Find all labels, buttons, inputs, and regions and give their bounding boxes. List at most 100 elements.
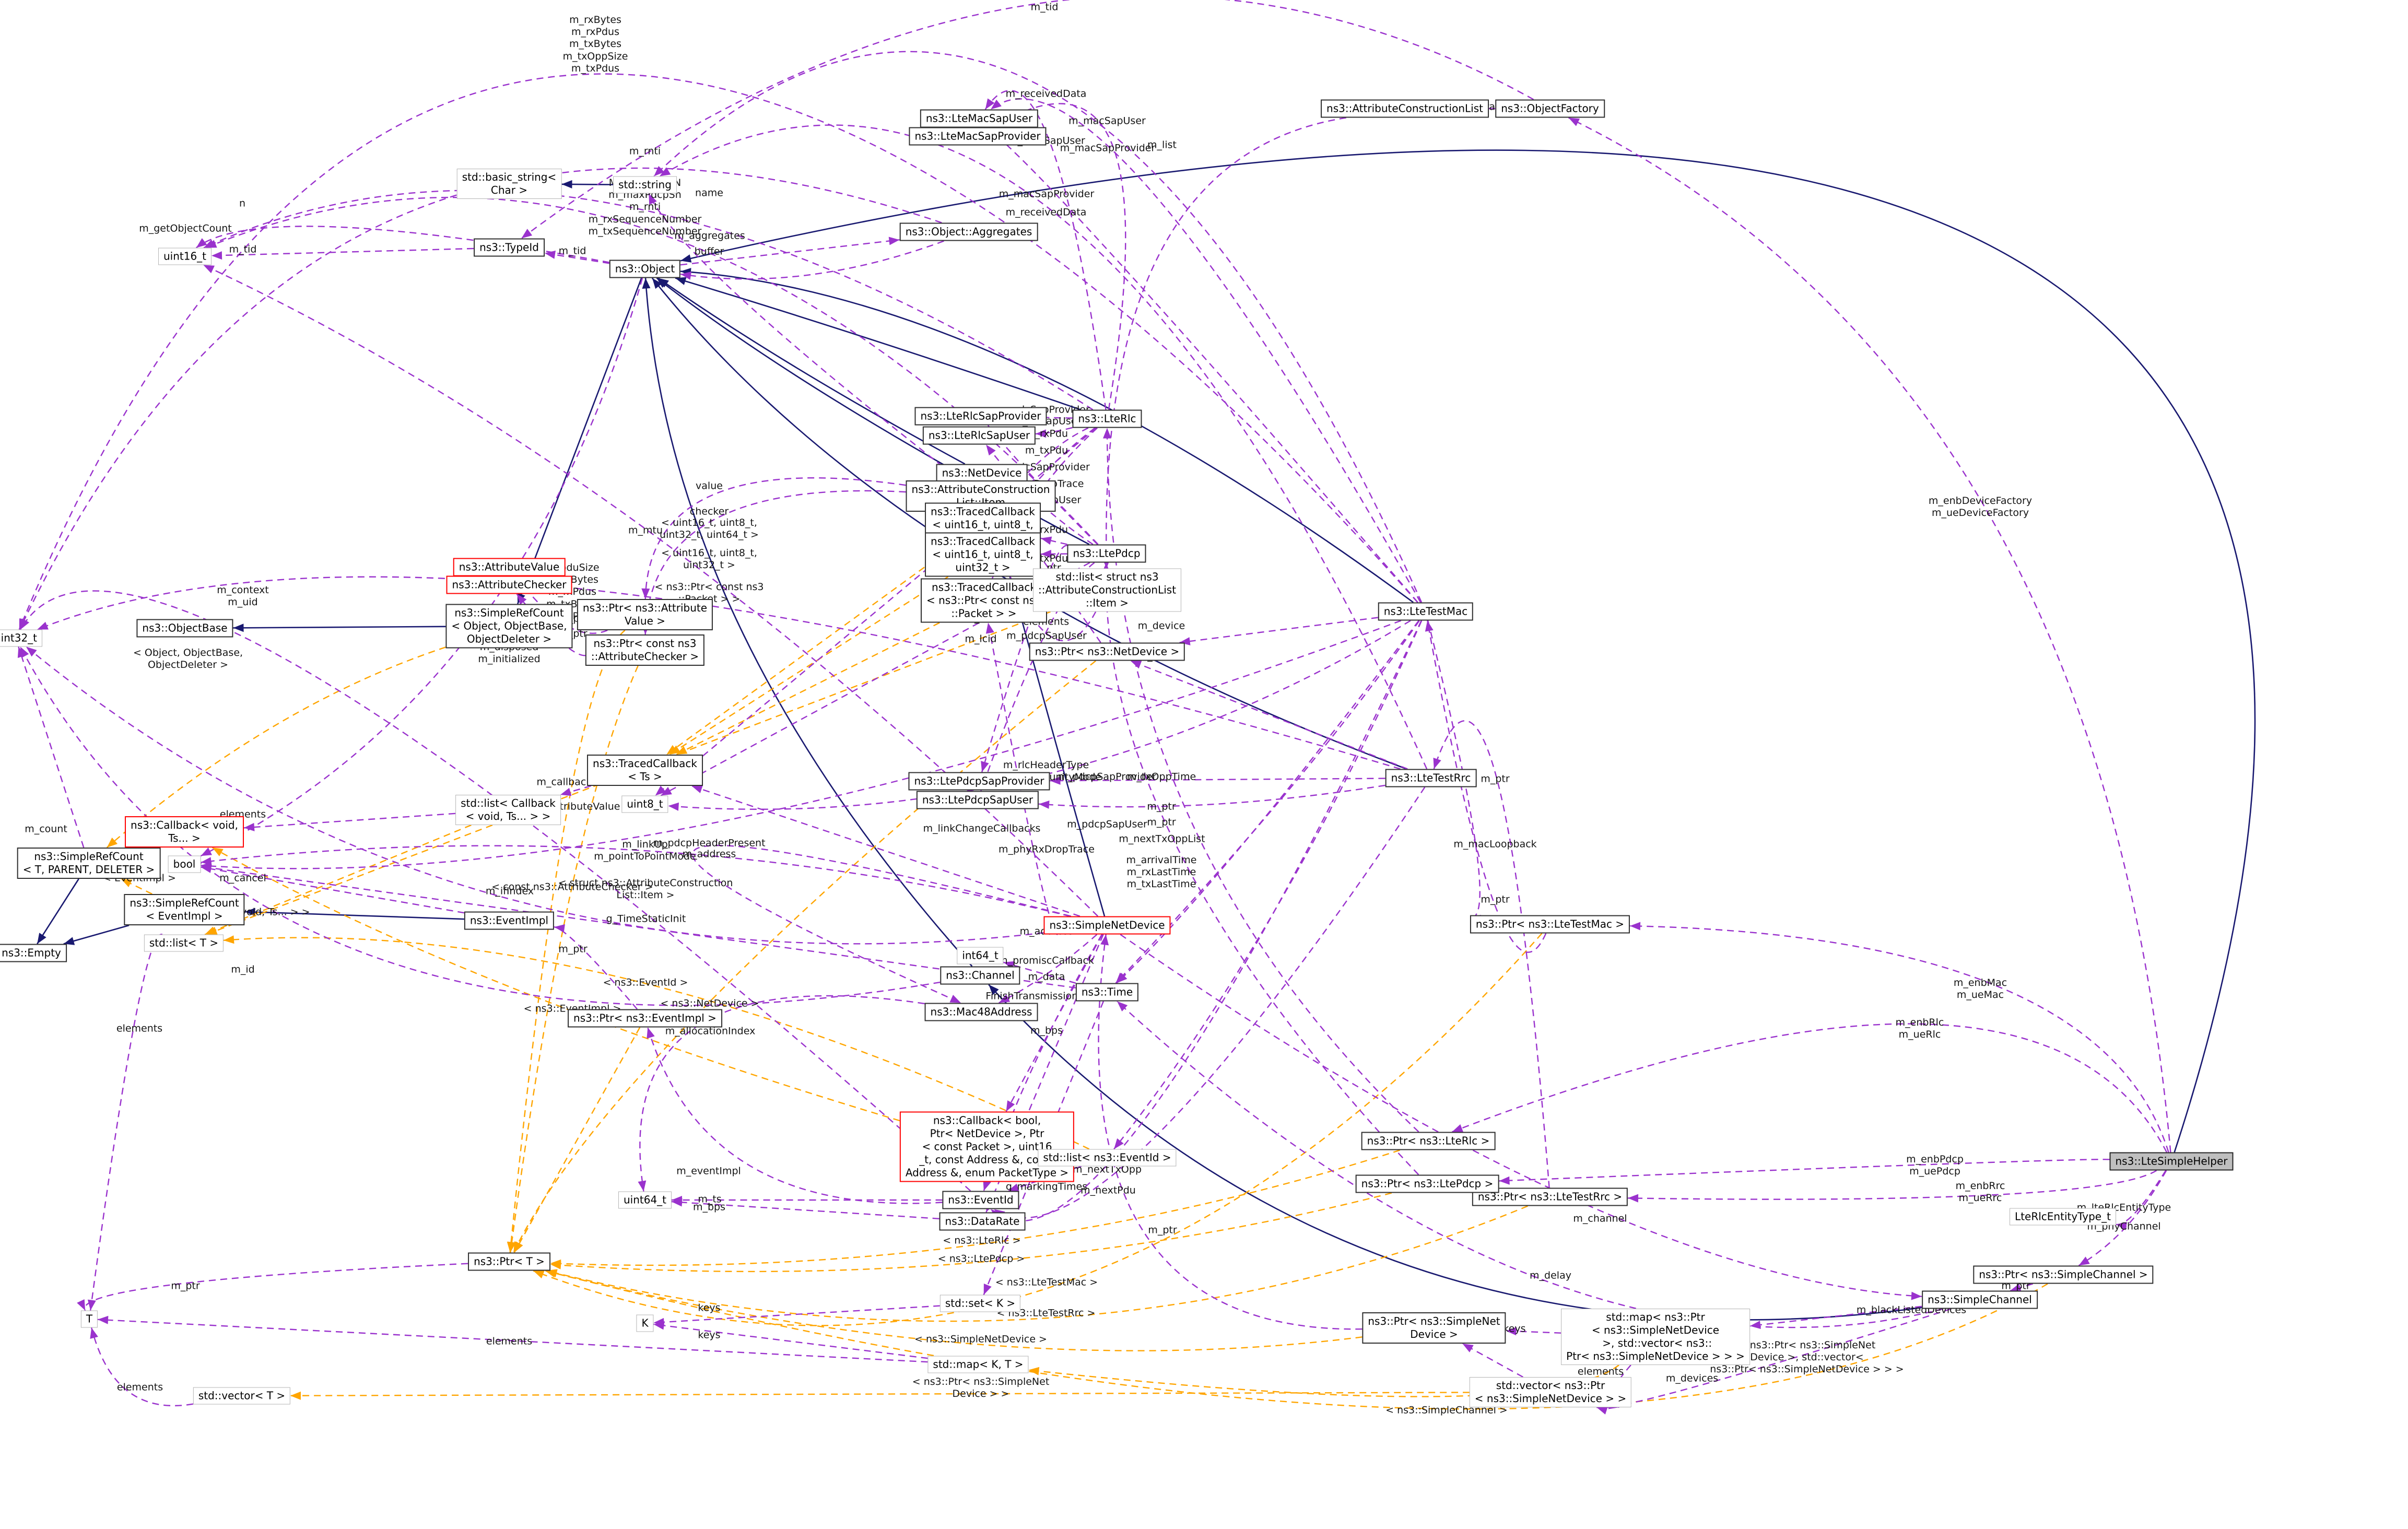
uint32-node[interactable]: uint32_t [0,629,43,647]
ltepdcpsapuser-node[interactable]: ns3::LtePdcpSapUser [916,791,1039,809]
edge-ptr_attrvalue-ptrT [509,630,626,1253]
basicstring-node[interactable]: std::basic_string< Char > [456,169,562,199]
ptr_eventimpl-node[interactable]: ns3::Ptr< ns3::EventImpl > [568,1009,722,1028]
edge-label-simplechannel-vec_snd: m_devices [1665,1372,1719,1384]
bool-node[interactable]: bool [168,855,201,873]
mac48-node[interactable]: ns3::Mac48Address [924,1003,1038,1021]
tcgeneric-node[interactable]: ns3::TracedCallback < Ts > [587,755,703,786]
edge-typeid-uint16 [211,248,474,256]
edge-lterlc-ltemacsapprovider [992,103,1126,410]
arrowhead-listeventid-eventid [1008,1183,1019,1192]
edge-ltesimplehelper-ptr_ltetestmac [1629,925,2169,1152]
src_obj-node[interactable]: ns3::SimpleRefCount < Object, ObjectBase… [445,604,573,649]
ptrT-node[interactable]: ns3::Ptr< T > [468,1252,550,1271]
eventid-node[interactable]: ns3::EventId [942,1191,1019,1209]
vectorT-node[interactable]: std::vector< T > [193,1387,291,1405]
arrowhead-src_eventimpl-empty [63,937,75,945]
objectbase-node[interactable]: ns3::ObjectBase [136,619,233,638]
edge-listT-T [90,934,163,1311]
arrowhead-object-aggregates [888,237,900,245]
mapKT-node[interactable]: std::map< K, T > [927,1356,1029,1373]
time-node[interactable]: ns3::Time [1075,983,1139,1002]
edge-label-attrconslist-listaclitem: m_list [1147,139,1177,151]
vec_snd-node[interactable]: std::vector< ns3::Ptr < ns3::SimpleNetDe… [1469,1377,1632,1407]
src_generic-node[interactable]: ns3::SimpleRefCount < T, PARENT, DELETER… [17,848,161,879]
edge-label-vec_snd-vectorT: < ns3::Ptr< ns3::SimpleNet Device > > [912,1375,1050,1399]
edge-ltetestmac-eventid [990,620,1422,1222]
ltearlcsapuser-node[interactable]: ns3::LteRlcSapUser [922,426,1036,445]
rlctype-node[interactable]: LteRlcEntityType_t [2010,1208,2116,1226]
typeid-node[interactable]: ns3::TypeId [474,238,545,257]
netdevice-node[interactable]: ns3::NetDevice [936,464,1028,483]
eventimpl-node[interactable]: ns3::EventImpl [464,911,555,930]
attrvalue-node[interactable]: ns3::AttributeValue [453,558,566,577]
ptr_attrvalue-node[interactable]: ns3::Ptr< ns3::Attribute Value > [577,599,713,630]
ltetestrrc-node[interactable]: ns3::LteTestRrc [1385,769,1477,787]
simplechannel-node[interactable]: ns3::SimpleChannel [1922,1290,2038,1309]
arrowhead-aclitem-ptr_attrvalue [641,588,650,599]
ltemacsapprovider-node[interactable]: ns3::LteMacSapProvider [909,127,1047,146]
arrowhead-ptr_simplechannel-ptrT [545,1269,557,1278]
uint16-node[interactable]: uint16_t [158,248,212,265]
listaclitem-node[interactable]: std::list< struct ns3 ::AttributeConstru… [1032,568,1182,612]
arrowhead-map_snd-mapKT [1028,1367,1040,1375]
lterlc-node[interactable]: ns3::LteRlc [1072,409,1142,428]
ltearlcsapprovider-node[interactable]: ns3::LteRlcSapProvider [914,407,1047,426]
edge-label-ltetestmac-ptr_ltetestmac: m_macLoopback [1453,838,1537,850]
arrowhead-netdevice-object [658,278,669,288]
edge-lterlc-uint16 [203,190,1094,410]
edge-label-simplenetdevice-cbbool: m_promiscCallback [998,955,1094,967]
edge-label-datarate-uint64: m_bps [692,1201,726,1213]
edge-label-aggregates-object: buffer [694,245,724,257]
empty-node[interactable]: ns3::Empty [0,944,67,962]
ptr_ltetestmac-node[interactable]: ns3::Ptr< ns3::LteTestMac > [1470,915,1630,934]
edge-label-ptr_ltepdcp-ptrT: < ns3::LtePdcp > [937,1253,1025,1265]
arrowhead-ptr_ltetestrrc-ltetestrrc [1433,758,1441,769]
uint64-node[interactable]: uint64_t [618,1191,672,1209]
edge-src_obj-src_generic [106,646,446,848]
edge-label-tc4-tcgeneric: < uint16_t, uint8_t, uint32_t, uint64_t … [660,516,759,540]
arrowhead-ltetestrrc-object [652,278,662,289]
ltesimplehelper-node[interactable]: ns3::LteSimpleHelper [2109,1152,2234,1171]
cbbool-node[interactable]: ns3::Callback< bool, Ptr< NetDevice >, P… [899,1111,1075,1182]
ltemacsapuser-node[interactable]: ns3::LteMacSapUser [920,109,1039,128]
aggregates-node[interactable]: ns3::Object::Aggregates [899,222,1038,241]
object-node[interactable]: ns3::Object [609,260,681,278]
stdstring-node[interactable]: std::string [613,176,677,194]
ltepdcp-node[interactable]: ns3::LtePdcp [1067,544,1146,563]
edge-label-listaclitem-listT: < struct ns3::AttributeConstruction List… [558,877,733,901]
int64-node[interactable]: int64_t [957,947,1004,965]
ptr_snd-node[interactable]: ns3::Ptr< ns3::SimpleNet Device > [1362,1312,1506,1344]
listcb-node[interactable]: std::list< Callback < void, Ts... > > [455,795,561,825]
src_eventimpl-node[interactable]: ns3::SimpleRefCount < EventImpl > [124,894,245,925]
edge-attrconslist-listaclitem [1106,117,1346,569]
uint8-node[interactable]: uint8_t [621,795,668,813]
datarate-node[interactable]: ns3::DataRate [939,1212,1026,1231]
arrowhead-src_obj-objectbase [233,624,244,632]
K-node[interactable]: K [636,1314,654,1332]
ptr_ltepdcp-node[interactable]: ns3::Ptr< ns3::LtePdcp > [1355,1174,1499,1193]
channel-node[interactable]: ns3::Channel [940,966,1020,985]
ptr_attrchecker-node[interactable]: ns3::Ptr< const ns3 ::AttributeChecker > [585,634,705,666]
ptr_lterlc-node[interactable]: ns3::Ptr< ns3::LteRlc > [1361,1132,1496,1150]
ltetestmac-node[interactable]: ns3::LteTestMac [1378,602,1474,621]
attrconslist-node[interactable]: ns3::AttributeConstructionList [1321,99,1489,118]
cbvoid-node[interactable]: ns3::Callback< void, Ts... > [125,816,244,848]
map_snd-node[interactable]: std::map< ns3::Ptr < ns3::SimpleNetDevic… [1561,1309,1750,1365]
ltepdcpsapprovider-node[interactable]: ns3::LtePdcpSapProvider [908,772,1050,791]
arrowhead-ltetestmac-ptr_netdevice [1179,637,1191,645]
edge-object-aggregates [680,239,900,266]
listeventid-node[interactable]: std::list< ns3::EventId > [1038,1149,1177,1167]
listT-node[interactable]: std::list< T > [144,934,224,952]
T-node[interactable]: T [80,1310,98,1328]
tc3-node[interactable]: ns3::TracedCallback < uint16_t, uint8_t,… [925,532,1041,577]
tcpacket-node[interactable]: ns3::TracedCallback < ns3::Ptr< const ns… [921,578,1047,623]
arrowhead-ltesimplehelper-object [680,254,692,263]
objectfactory-node[interactable]: ns3::ObjectFactory [1495,99,1605,118]
ptr_netdevice-node[interactable]: ns3::Ptr< ns3::NetDevice > [1029,642,1185,661]
edge-label-listeventid-listT: < ns3::EventId > [603,977,688,989]
attrchecker-node[interactable]: ns3::AttributeChecker [446,575,572,594]
simplenetdevice-node[interactable]: ns3::SimpleNetDevice [1043,916,1171,935]
setK-node[interactable]: std::set< K > [939,1295,1021,1312]
ptr_simplechannel-node[interactable]: ns3::Ptr< ns3::SimpleChannel > [1973,1265,2154,1284]
